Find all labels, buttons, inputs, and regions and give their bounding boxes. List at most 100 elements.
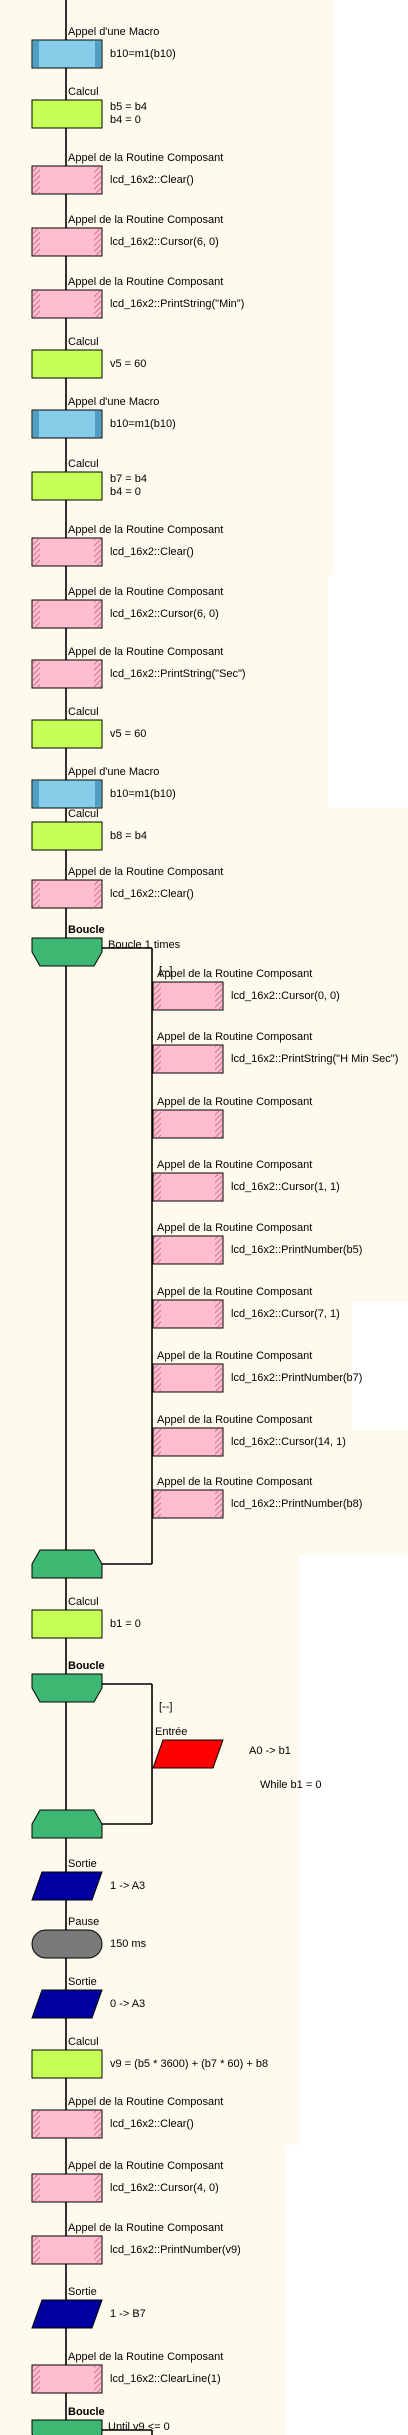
step-text: lcd_16x2::PrintNumber(v9) — [110, 2244, 241, 2256]
flowchart-step-component[interactable]: Appel de la Routine Composantlcd_16x2::C… — [31, 524, 223, 567]
macro-bar-left — [33, 41, 39, 67]
macro-block[interactable] — [31, 779, 103, 809]
flowchart-step-component[interactable]: Appel de la Routine Composantlcd_16x2::C… — [31, 2096, 223, 2139]
calculation-block[interactable] — [31, 1609, 103, 1639]
component-call-label: Appel de la Routine Composant — [68, 2222, 223, 2234]
flowchart-step-component[interactable]: Appel de la Routine Composantlcd_16x2::C… — [31, 152, 223, 195]
loop-start-block[interactable] — [31, 937, 103, 967]
flowchart-step-component[interactable]: Appel de la Routine Composantlcd_16x2::P… — [31, 276, 244, 319]
flowchart-step-component[interactable]: Appel de la Routine Composant — [152, 1096, 312, 1139]
component-block[interactable] — [152, 981, 224, 1011]
flowchart-step-component[interactable]: Appel de la Routine Composantlcd_16x2::P… — [152, 1222, 362, 1265]
component-block[interactable] — [31, 165, 103, 195]
flowchart-step-component[interactable]: Appel de la Routine Composantlcd_16x2::C… — [152, 1414, 346, 1457]
component-block[interactable] — [152, 1109, 224, 1139]
component-block[interactable] — [31, 2235, 103, 2265]
component-block[interactable] — [152, 1235, 224, 1265]
output-block[interactable] — [31, 1989, 103, 2019]
component-block[interactable] — [152, 1427, 224, 1457]
flowchart-step-component[interactable]: Appel de la Routine Composantlcd_16x2::C… — [152, 968, 340, 1011]
flowchart-step-component[interactable]: Appel de la Routine Composantlcd_16x2::C… — [31, 586, 223, 629]
flowchart-step-component[interactable]: Appel de la Routine Composantlcd_16x2::P… — [152, 1476, 362, 1519]
input-block[interactable] — [152, 1739, 224, 1769]
loop-start-block[interactable] — [31, 1673, 103, 1703]
component-block[interactable] — [31, 599, 103, 629]
calculation-block[interactable] — [31, 349, 103, 379]
component-block[interactable] — [31, 2109, 103, 2139]
component-block[interactable] — [152, 1172, 224, 1202]
component-block[interactable] — [31, 537, 103, 567]
flowchart-step-component[interactable]: Appel de la Routine Composantlcd_16x2::C… — [31, 2351, 223, 2394]
component-call-label: Appel de la Routine Composant — [68, 276, 223, 288]
loop-end-block[interactable] — [31, 1809, 103, 1839]
step-text: b10=m1(b10) — [110, 788, 176, 800]
hatch-right — [94, 2111, 101, 2137]
component-block[interactable] — [31, 227, 103, 257]
calculation-block[interactable] — [31, 99, 103, 129]
component-block[interactable] — [152, 1299, 224, 1329]
flowchart-step-component[interactable]: Appel de la Routine Composantlcd_16x2::P… — [31, 646, 246, 689]
flowchart-step-component[interactable]: Appel de la Routine Composantlcd_16x2::C… — [152, 1159, 340, 1202]
component-block[interactable] — [31, 879, 103, 909]
calculation-block[interactable] — [31, 471, 103, 501]
step-text: 1 -> B7 — [110, 2308, 146, 2320]
macro-block[interactable] — [31, 39, 103, 69]
flowchart-step-component[interactable]: Appel de la Routine Composantlcd_16x2::P… — [152, 1350, 362, 1393]
macro-call-label: Appel d'une Macro — [68, 26, 159, 38]
loop-condition: Until v9 <= 0 — [108, 2421, 170, 2433]
flowchart-step-macro[interactable]: Appel d'une Macro b10=m1(b10) — [31, 26, 176, 69]
calculation-block[interactable] — [31, 821, 103, 851]
flowchart-step-component[interactable]: Appel de la Routine Composantlcd_16x2::P… — [152, 1031, 398, 1074]
calculation-label: Calcul — [68, 2036, 99, 2048]
delay-block[interactable] — [31, 1929, 103, 1959]
macro-call-label: Appel d'une Macro — [68, 396, 159, 408]
calculation-label: Calcul — [68, 336, 99, 348]
calculation-block[interactable] — [31, 719, 103, 749]
loop-end-block[interactable] — [31, 1549, 103, 1579]
output-block[interactable] — [31, 1871, 103, 1901]
loop-start-block[interactable] — [31, 2419, 103, 2435]
flowchart-step-loop_start[interactable]: Boucle[--] — [31, 1660, 172, 1713]
hatch-right — [94, 229, 101, 255]
flowchart-step-component[interactable]: Appel de la Routine Composantlcd_16x2::C… — [152, 1286, 340, 1329]
step-text: b10=m1(b10) — [110, 48, 176, 60]
component-block[interactable] — [152, 1044, 224, 1074]
component-block[interactable] — [31, 289, 103, 319]
component-block[interactable] — [31, 2364, 103, 2394]
component-call-label: Appel de la Routine Composant — [68, 524, 223, 536]
calculation-block[interactable] — [31, 2049, 103, 2079]
calculation-label: Calcul — [68, 808, 99, 820]
component-block[interactable] — [31, 2173, 103, 2203]
flowchart-step-component[interactable]: Appel de la Routine Composantlcd_16x2::C… — [31, 866, 223, 909]
hatch-left — [33, 2366, 40, 2392]
flowchart-step-component[interactable]: Appel de la Routine Composantlcd_16x2::P… — [31, 2222, 241, 2265]
flowchart-step-loop_end[interactable] — [31, 1549, 103, 1579]
macro-block[interactable] — [31, 409, 103, 439]
flowchart-step-component[interactable]: Appel de la Routine Composantlcd_16x2::C… — [31, 214, 223, 257]
hatch-left — [154, 1237, 161, 1263]
flowchart-step-component[interactable]: Appel de la Routine Composantlcd_16x2::C… — [31, 2160, 223, 2203]
component-block[interactable] — [152, 1489, 224, 1519]
component-block[interactable] — [152, 1363, 224, 1393]
output-block[interactable] — [31, 2299, 103, 2329]
flowchart-step-loop_end[interactable]: While b1 = 0 — [31, 1779, 321, 1839]
step-text: lcd_16x2::Cursor(1, 1) — [231, 1181, 340, 1193]
component-block[interactable] — [31, 659, 103, 689]
